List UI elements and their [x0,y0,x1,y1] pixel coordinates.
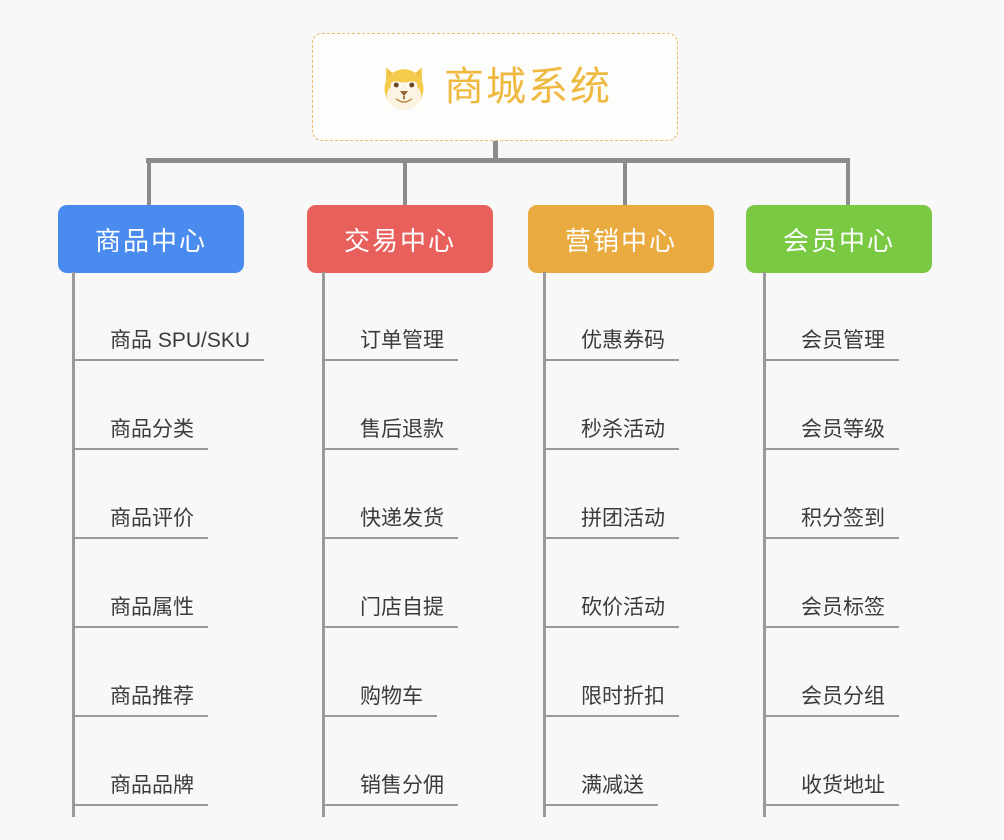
list-item[interactable]: 商品评价 [72,450,208,539]
list-item[interactable]: 会员分组 [763,628,899,717]
leaf-label: 商品分类 [72,418,208,450]
category-label-marketing-center: 营销中心 [564,225,677,256]
branch-stem-member-center [763,272,766,817]
category-label-member-center: 会员中心 [782,225,895,256]
leaf-label: 限时折扣 [543,685,679,717]
branch-stem-trade-center [322,272,325,817]
list-item[interactable]: 商品分类 [72,361,208,450]
branch-stem-marketing-center [543,272,546,817]
list-item[interactable]: 购物车 [322,628,437,717]
leaf-label: 积分签到 [763,507,899,539]
category-box-marketing-center[interactable]: 营销中心 [528,205,714,273]
list-item[interactable]: 收货地址 [763,717,899,806]
category-box-trade-center[interactable]: 交易中心 [307,205,493,273]
list-item[interactable]: 秒杀活动 [543,361,679,450]
category-box-product-center[interactable]: 商品中心 [58,205,244,273]
leaf-label: 收货地址 [763,774,899,806]
list-item[interactable]: 销售分佣 [322,717,458,806]
root-title: 商城系统 [444,65,612,109]
list-item[interactable]: 售后退款 [322,361,458,450]
root-node[interactable]: 商城系统 [312,33,678,141]
leaf-label: 会员等级 [763,418,899,450]
leaf-label: 门店自提 [322,596,458,628]
category-box-member-center[interactable]: 会员中心 [746,205,932,273]
leaf-label: 商品属性 [72,596,208,628]
leaf-label: 会员标签 [763,596,899,628]
leaf-label: 秒杀活动 [543,418,679,450]
leaf-label: 售后退款 [322,418,458,450]
leaf-label: 会员分组 [763,685,899,717]
list-item[interactable]: 会员管理 [763,272,899,361]
list-item[interactable]: 快递发货 [322,450,458,539]
leaf-label: 销售分佣 [322,774,458,806]
leaf-label: 快递发货 [322,507,458,539]
branch-stem-product-center [72,272,75,817]
leaf-label: 订单管理 [322,329,458,361]
list-item[interactable]: 优惠券码 [543,272,679,361]
leaf-label: 会员管理 [763,329,899,361]
leaf-label: 优惠券码 [543,329,679,361]
leaf-label: 砍价活动 [543,596,679,628]
leaf-label: 拼团活动 [543,507,679,539]
category-label-trade-center: 交易中心 [343,225,456,256]
branch-drop-connector-2 [403,158,407,205]
branch-drop-connector-3 [623,158,627,205]
branch-drop-connector-1 [147,158,151,205]
list-item[interactable]: 订单管理 [322,272,458,361]
list-item[interactable]: 商品 SPU/SKU [72,272,265,361]
dog-face-icon [378,61,430,113]
horizontal-bus-connector [146,158,850,163]
list-item[interactable]: 门店自提 [322,539,458,628]
leaf-label: 商品评价 [72,507,208,539]
list-item[interactable]: 商品品牌 [72,717,208,806]
leaf-label: 购物车 [322,685,437,717]
list-item[interactable]: 砍价活动 [543,539,679,628]
list-item[interactable]: 拼团活动 [543,450,679,539]
list-item[interactable]: 会员等级 [763,361,899,450]
list-item[interactable]: 限时折扣 [543,628,679,717]
leaf-label: 满减送 [543,774,658,806]
branch-drop-connector-4 [846,158,850,205]
list-item[interactable]: 积分签到 [763,450,899,539]
list-item[interactable]: 满减送 [543,717,658,806]
list-item[interactable]: 商品推荐 [72,628,208,717]
list-item[interactable]: 商品属性 [72,539,208,628]
leaf-label: 商品品牌 [72,774,208,806]
category-label-product-center: 商品中心 [94,225,207,256]
list-item[interactable]: 会员标签 [763,539,899,628]
leaf-label: 商品推荐 [72,685,208,717]
leaf-label: 商品 SPU/SKU [72,329,265,361]
root-stem-connector [493,141,498,162]
